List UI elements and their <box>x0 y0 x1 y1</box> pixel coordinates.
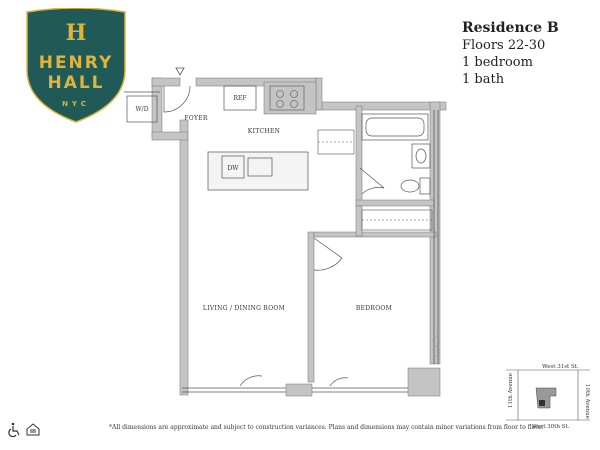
east-avenue-label: 10th Avenue <box>584 384 590 419</box>
logo-shield <box>26 8 126 123</box>
walls <box>151 77 447 397</box>
wall-closet-left <box>355 205 363 237</box>
kitchen-island <box>207 151 309 191</box>
wall-kitchen-back <box>263 81 317 115</box>
windows <box>124 91 439 393</box>
closets <box>317 129 433 231</box>
kitchen-label: KITCHEN <box>248 128 280 135</box>
residence-info: Residence B Floors 22-30 1 bedroom 1 bat… <box>462 20 559 88</box>
wall-top-notch <box>315 77 323 111</box>
bedroom-label: BEDROOM <box>356 305 392 312</box>
wall-right-corner <box>407 367 441 397</box>
wall-bath-bottom <box>355 199 435 207</box>
dw-label: DW <box>228 165 240 172</box>
wall-bottom-pier <box>285 383 313 397</box>
wd-closet <box>126 95 158 123</box>
wall-left <box>179 119 189 396</box>
toilet <box>400 177 431 195</box>
south-street-label: West 30th St. <box>532 424 570 430</box>
logo-initial: H <box>66 20 87 46</box>
henry-hall-logo: H HENRY HALL NYC <box>26 8 126 123</box>
wall-top-right <box>315 101 447 111</box>
foyer-label: FOYER <box>184 115 208 122</box>
living-balcony-door <box>239 375 263 387</box>
residence-bedrooms: 1 bedroom <box>462 55 533 70</box>
wall-partition <box>307 231 315 383</box>
bath-door-swing <box>359 167 385 195</box>
accessibility-icons <box>8 422 40 438</box>
logo-line3: NYC <box>62 100 90 108</box>
wall-wd-top <box>151 77 181 87</box>
wall-bath-left <box>355 105 363 207</box>
hatch <box>431 331 441 361</box>
bathtub <box>361 113 429 141</box>
ref-label: REF <box>233 95 246 102</box>
north-street-label: West 31st St. <box>542 364 579 370</box>
equal-housing-icon <box>26 423 40 436</box>
residence-baths: 1 bath <box>462 72 505 87</box>
west-avenue-label: 11th Avenue <box>508 373 514 408</box>
unit-highlight <box>539 400 545 406</box>
doors <box>163 85 385 387</box>
location-keymap: West 31st St. West 30th St. 11th Avenue … <box>506 364 590 430</box>
logo-line1: HENRY <box>39 53 114 73</box>
disclaimer-text: *All dimensions are approximate and subj… <box>109 424 544 431</box>
entry-arrow-icon <box>175 67 185 76</box>
residence-title: Residence B <box>462 20 559 36</box>
residence-floors: Floors 22-30 <box>462 38 546 53</box>
bath-sink <box>411 143 431 169</box>
entry-door-swing <box>163 85 191 113</box>
logo-line2: HALL <box>47 73 104 93</box>
fridge <box>223 85 257 111</box>
wd-label: W/D <box>136 106 149 113</box>
range <box>269 85 305 111</box>
bedroom-door-swing <box>313 237 343 271</box>
wall-bedroom-top <box>313 231 437 238</box>
bedroom-balcony-door <box>329 377 349 387</box>
wall-step <box>151 131 189 141</box>
living-label: LIVING / DINING ROOM <box>203 305 285 312</box>
wheelchair-icon <box>8 422 20 438</box>
